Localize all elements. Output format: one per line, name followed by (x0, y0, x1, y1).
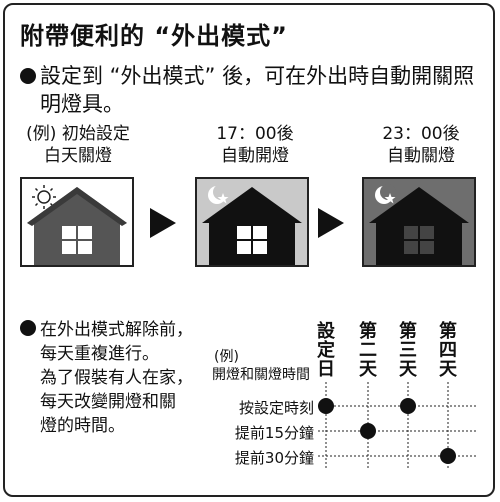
house-icon (202, 187, 302, 265)
page-title: 附帶便利的 “外出模式” (20, 22, 288, 50)
stage-1-bottom: 白天關燈 (44, 146, 112, 166)
tip-line-4: 每天改變開燈和關 (40, 392, 176, 412)
tip-line-5: 燈的時間。 (40, 416, 125, 436)
stage-3-top: 23：00後 (382, 124, 460, 144)
row-label-on-time: 按設定時刻 (238, 399, 314, 417)
stage-2-panel (195, 177, 309, 267)
moon-star-icon (375, 184, 396, 204)
row-label-30min: 提前30分鐘 (234, 449, 314, 467)
stage-1-panel (20, 177, 134, 267)
stage-2-bottom: 自動開燈 (221, 146, 289, 166)
house-night-illustration (369, 184, 469, 265)
intro-paragraph: 設定到 “外出模式” 後，可在外出時自動開關照 明燈具。 (20, 62, 490, 118)
tip-line-1: 在外出模式解除前， (20, 318, 230, 342)
stage-3-bottom: 自動關燈 (387, 146, 455, 166)
intro-line-2: 明燈具。 (40, 92, 124, 116)
stage-1-label: (例) 初始設定 白天關燈 (3, 123, 153, 167)
bullet-dot (20, 320, 36, 336)
stage-3-panel (362, 177, 476, 267)
intro-line-1: 設定到 “外出模式” 後，可在外出時自動開關照 (40, 64, 475, 88)
sun-icon (32, 185, 56, 209)
moon-star-icon (208, 184, 229, 204)
house-icon (369, 187, 469, 265)
stage-1-top: (例) 初始設定 (26, 124, 130, 144)
day-label-4: 第四天 (439, 321, 457, 380)
row-label-15min: 提前15分鐘 (234, 424, 314, 442)
tip-line-2: 每天重複進行。 (40, 344, 159, 364)
day-label-3: 第三天 (399, 321, 417, 380)
tip-paragraph: 在外出模式解除前， 每天重複進行。 為了假裝有人在家， 每天改變開燈和關 燈的時… (20, 318, 230, 438)
stage-2-label: 17：00後 自動開燈 (180, 123, 330, 167)
day-label-1: 設定日 (317, 321, 335, 380)
house-evening-illustration (202, 184, 302, 265)
stage-2-top: 17：00後 (216, 124, 294, 144)
house-icon (27, 187, 127, 265)
bullet-dot (20, 68, 36, 84)
day-label-2: 第二天 (359, 321, 377, 380)
arrow-right-icon (318, 208, 344, 238)
tip-line-3: 為了假裝有人在家， (40, 368, 193, 388)
schedule-axis-label: 開燈和關燈時間 (212, 367, 310, 383)
stage-3-label: 23：00後 自動關燈 (346, 123, 496, 167)
house-day-illustration (27, 185, 127, 265)
example-label: (例) (214, 349, 239, 365)
arrow-right-icon (150, 208, 176, 238)
